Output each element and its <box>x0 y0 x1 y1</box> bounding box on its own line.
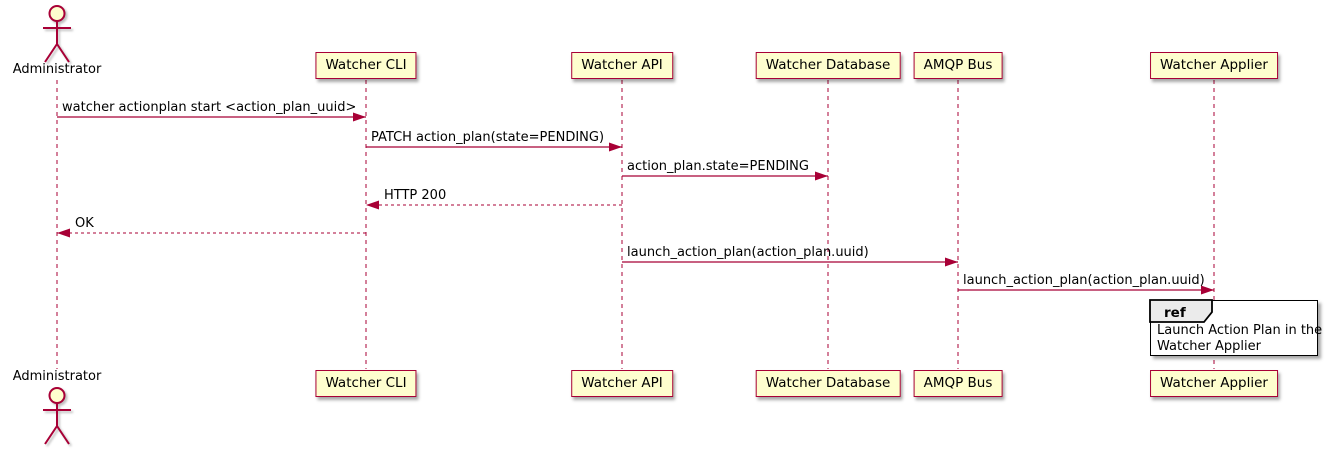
participant-box-top: Watcher Database <box>755 52 901 80</box>
message-label: watcher actionplan start <action_plan_uu… <box>62 100 357 115</box>
message-label: PATCH action_plan(state=PENDING) <box>371 130 605 145</box>
message-label: launch_action_plan(action_plan.uuid) <box>627 245 869 260</box>
arrowhead-icon <box>945 257 958 267</box>
actor-figure-top <box>43 5 71 63</box>
actor-figure-bottom <box>43 387 71 445</box>
ref-text-line: Launch Action Plan in the <box>1157 323 1323 338</box>
ref-header-tab: ref <box>1149 299 1214 324</box>
arrowhead-icon <box>815 171 828 181</box>
arrowhead-icon <box>353 112 366 122</box>
participant-box-top: AMQP Bus <box>913 52 1003 80</box>
arrowhead-icon <box>57 228 70 238</box>
participant-box-bottom: Watcher Applier <box>1150 370 1278 398</box>
participant-box-bottom: Watcher CLI <box>315 370 417 398</box>
actor-label-bottom: Administrator <box>12 369 102 384</box>
participant-box-bottom: Watcher API <box>571 370 673 398</box>
ref-keyword: ref <box>1164 305 1186 321</box>
message-label: OK <box>75 216 94 231</box>
participant-box-top: Watcher CLI <box>315 52 417 80</box>
actor-label-top: Administrator <box>12 62 102 77</box>
message-label: launch_action_plan(action_plan.uuid) <box>963 273 1205 288</box>
participant-box-top: Watcher Applier <box>1150 52 1278 80</box>
participant-box-bottom: AMQP Bus <box>913 370 1003 398</box>
arrowhead-icon <box>1201 285 1214 295</box>
message-label: HTTP 200 <box>384 188 447 203</box>
participant-box-top: Watcher API <box>571 52 673 80</box>
participant-box-bottom: Watcher Database <box>755 370 901 398</box>
message-label: action_plan.state=PENDING <box>627 159 809 174</box>
arrowhead-icon <box>366 200 379 210</box>
arrowhead-icon <box>609 142 622 152</box>
ref-text-line: Watcher Applier <box>1157 339 1261 354</box>
